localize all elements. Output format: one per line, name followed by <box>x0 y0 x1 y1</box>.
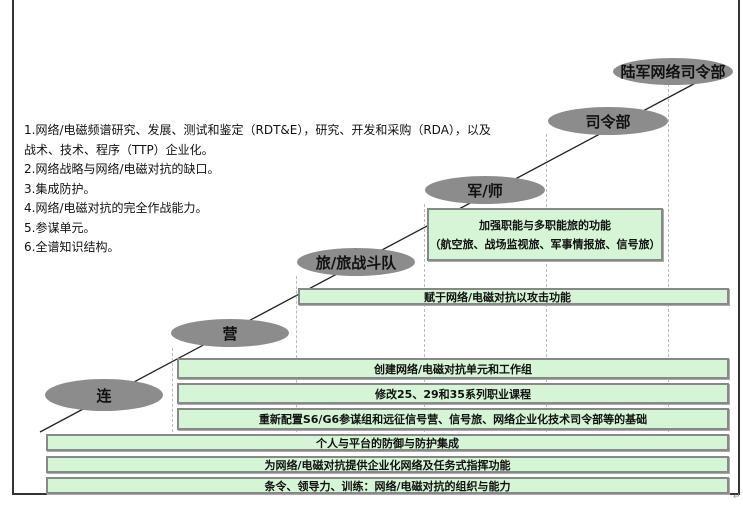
level-company: 连 <box>45 379 163 411</box>
capability-list: 1.网络/电磁频谱研究、发展、测试和鉴定（RDT&E），研究、开发和采购（RDA… <box>24 121 491 258</box>
level-brigade: 旅/旅战斗队 <box>297 248 415 276</box>
list-item: 战术、技术、程序（TTP）企业化。 <box>24 142 214 157</box>
brigade-bar: 赋于网络/电磁对抗以攻击功能 <box>298 288 729 305</box>
divider <box>546 134 547 432</box>
level-battalion: 营 <box>171 319 289 347</box>
all-bar-3: 条令、领导力、训练：网络/电磁对抗的组织与能力 <box>46 477 729 494</box>
level-army-cyber-command: 陆军网络司令部 <box>613 58 733 85</box>
list-item: 1.网络/电磁频谱研究、发展、测试和鉴定（RDT&E），研究、开发和采购（RDA… <box>24 123 491 137</box>
division-box: 加强职能与多职能旅的功能 （航空旅、战场监视旅、军事情报旅、信号旅） <box>427 208 663 261</box>
divider <box>296 276 297 432</box>
division-box-line1: 加强职能与多职能旅的功能 <box>479 218 611 232</box>
all-bar-1: 个人与平台的防御与防护集成 <box>46 434 729 451</box>
list-item: 6.全谱知识结构。 <box>24 240 120 254</box>
list-item: 4.网络/电磁对抗的完全作战能力。 <box>24 201 208 215</box>
paragraph-mark-icon: ↵ <box>733 492 741 502</box>
divider <box>668 84 669 432</box>
divider <box>172 348 173 432</box>
list-item: 5.参谋单元。 <box>24 220 96 235</box>
frame <box>12 0 740 495</box>
list-item: 3.集成防护。 <box>24 181 96 196</box>
battalion-bar-3: 重新配置S6/G6参谋组和远征信号营、信号旅、网络企业化技术司令部等的基础 <box>177 408 729 430</box>
division-box-line2: （航空旅、战场监视旅、军事情报旅、信号旅） <box>429 237 661 251</box>
level-command: 司令部 <box>548 107 668 135</box>
list-item: 2.网络战略与网络/电磁对抗的缺口。 <box>24 162 220 176</box>
battalion-bar-2: 修改25、29和35系列职业课程 <box>177 383 729 404</box>
level-division: 军/师 <box>425 176 545 204</box>
all-bar-2: 为网络/电磁对抗提供企业化网络及任务式指挥功能 <box>46 456 729 473</box>
battalion-bar-1: 创建网络/电磁对抗单元和工作组 <box>177 358 729 379</box>
divider <box>424 204 425 432</box>
